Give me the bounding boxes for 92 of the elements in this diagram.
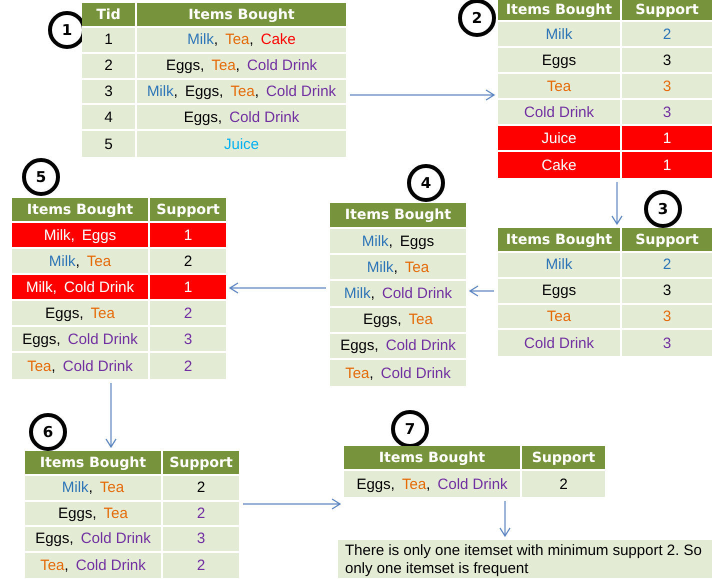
arrow	[499, 501, 511, 537]
table-header: Support	[150, 198, 226, 221]
data-table	[25, 451, 239, 578]
arrow	[469, 285, 494, 297]
table-cell: Milk, Eggs, Tea, Cold Drink	[137, 80, 346, 104]
table-cell: 3	[622, 278, 712, 302]
table-cell: 3	[163, 527, 239, 550]
table-cell: 1	[82, 28, 135, 52]
step-number-circle: 6	[29, 413, 67, 451]
step-number-circle: 7	[391, 410, 429, 448]
arrow	[105, 383, 117, 448]
table-cell: Eggs, Cold Drink	[137, 105, 346, 130]
table-cell: Milk	[498, 253, 620, 277]
table-cell: 2	[163, 502, 239, 525]
table-header: Tid	[82, 3, 135, 26]
table-header: Support	[522, 446, 605, 469]
table-cell: 2	[150, 249, 226, 273]
table-cell: Eggs, Cold Drink	[25, 527, 161, 550]
step-number-circle: 3	[644, 190, 682, 228]
table-header: Items Bought	[25, 451, 161, 474]
arrow	[611, 182, 623, 225]
table-cell: Eggs, Tea	[25, 502, 161, 525]
table-cell: Eggs, Tea, Cold Drink	[137, 54, 346, 78]
table-cell: 1	[622, 152, 712, 178]
table-cell: 2	[622, 253, 712, 277]
arrow	[350, 89, 495, 101]
table-cell: 2	[82, 54, 135, 78]
table-header: Items Bought	[137, 3, 346, 26]
table-cell: 1	[150, 223, 226, 247]
table-cell: Tea, Cold Drink	[330, 360, 466, 386]
table-cell: Cold Drink	[498, 100, 620, 124]
table-cell: 5	[82, 131, 135, 157]
table-cell: Milk, Eggs	[12, 223, 148, 247]
table-cell: Milk, Cold Drink	[330, 281, 466, 306]
table-header: Support	[622, 0, 712, 20]
table-header: Items Bought	[12, 198, 148, 221]
table-cell: 4	[82, 105, 135, 130]
step-number-circle: 5	[22, 158, 60, 196]
table-cell: 3	[622, 48, 712, 72]
table-cell: Eggs, Cold Drink	[330, 334, 466, 358]
table-header: Items Bought	[498, 228, 620, 251]
table-cell: 3	[622, 330, 712, 356]
table-cell: Tea, Cold Drink	[12, 353, 148, 379]
arrow	[243, 498, 341, 510]
table-cell: Milk	[498, 22, 620, 46]
table-cell: 1	[622, 126, 712, 150]
table-cell: Milk, Cold Drink	[12, 275, 148, 299]
table-cell: 2	[622, 22, 712, 46]
table-cell: 2	[150, 301, 226, 325]
table-cell: 2	[522, 471, 605, 497]
table-cell: Milk, Tea	[330, 255, 466, 280]
data-table	[330, 203, 466, 386]
table-cell: Milk, Eggs	[330, 229, 466, 254]
table-cell: Tea	[498, 304, 620, 328]
table-cell: 3	[622, 100, 712, 124]
table-cell: Juice	[137, 131, 346, 157]
table-cell: 2	[150, 353, 226, 379]
table-cell: Eggs	[498, 278, 620, 302]
table-cell: Eggs, Tea	[330, 308, 466, 332]
table-cell: 2	[163, 476, 239, 500]
table-cell: Tea, Cold Drink	[25, 552, 161, 578]
step-number-circle: 4	[407, 164, 445, 202]
table-cell: Eggs, Tea	[12, 301, 148, 325]
table-cell: Milk, Tea, Cake	[137, 28, 346, 52]
note-box: There is only one itemset with minimum support 2. So only one itemset is frequent	[338, 540, 712, 578]
table-cell: Eggs, Cold Drink	[12, 327, 148, 351]
table-header: Support	[163, 451, 239, 474]
table-cell: Cake	[498, 152, 620, 178]
table-cell: 3	[622, 304, 712, 328]
table-cell: Milk, Tea	[12, 249, 148, 273]
table-header: Items Bought	[344, 446, 520, 469]
table-cell: 2	[163, 552, 239, 578]
data-table	[12, 198, 226, 379]
step-number-circle: 2	[458, 0, 496, 37]
table-header: Items Bought	[498, 0, 620, 20]
table-cell: Juice	[498, 126, 620, 150]
table-cell: Tea	[498, 74, 620, 98]
table-cell: 1	[150, 275, 226, 299]
table-cell: Cold Drink	[498, 330, 620, 356]
table-cell: 3	[622, 74, 712, 98]
table-cell: Eggs	[498, 48, 620, 72]
table-cell: 3	[82, 80, 135, 104]
table-header: Support	[622, 228, 712, 251]
arrow	[229, 282, 326, 294]
table-header: Items Bought	[330, 203, 466, 227]
data-table	[344, 446, 605, 497]
table-cell: 3	[150, 327, 226, 351]
data-table	[82, 3, 346, 157]
data-table	[498, 228, 712, 356]
table-cell: Eggs, Tea, Cold Drink	[344, 471, 520, 497]
table-cell: Milk, Tea	[25, 476, 161, 500]
data-table	[498, 0, 712, 178]
